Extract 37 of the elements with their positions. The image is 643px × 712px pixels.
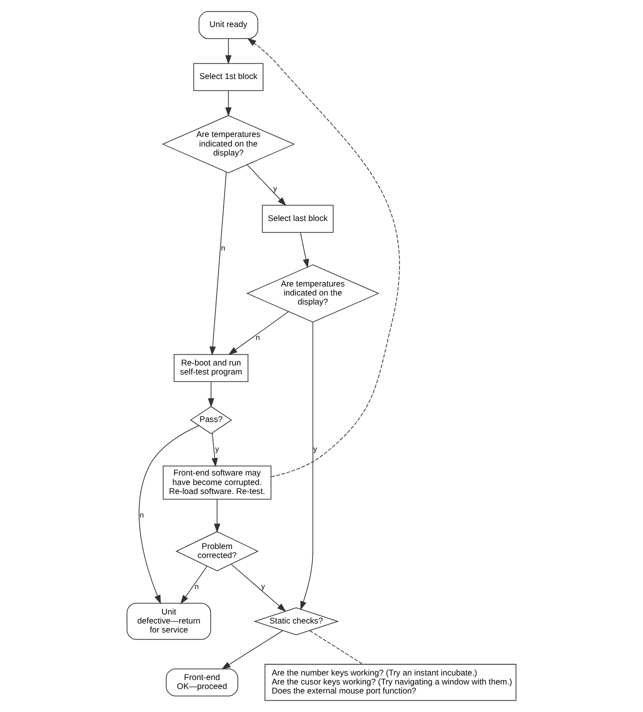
- edge-label: y: [273, 184, 278, 193]
- node-diamond: Are temperatures indicated on the display?: [162, 115, 295, 174]
- arrow: [228, 311, 289, 355]
- arrow: [212, 432, 218, 468]
- connector: [309, 630, 364, 665]
- edge-label: y: [261, 582, 265, 591]
- node-box: Unit ready: [198, 11, 258, 40]
- edge-label: n: [194, 582, 199, 591]
- node-box: Front-end OK—proceed: [166, 668, 238, 696]
- node-box: Select 1st block: [193, 63, 264, 92]
- node-box: Unit defective—return for service: [126, 602, 212, 640]
- arrow: [221, 630, 284, 670]
- arrow: [230, 564, 286, 612]
- node-diamond: Pass?: [190, 406, 232, 434]
- arrow: [300, 322, 314, 610]
- node-box: Re-boot and run self-test program: [174, 354, 248, 382]
- arrow: [180, 566, 208, 604]
- arrow: [300, 232, 310, 268]
- node-box: Are the number keys working? (Try an instant incubate.) Are the cusor keys working? (Try navigating a window with them.) Does the external mouse port function?: [264, 664, 516, 701]
- arrow: [208, 381, 214, 408]
- node-diamond: Are temperatures indicated on the display?: [246, 264, 380, 322]
- node-diamond: Problem corrected?: [176, 531, 259, 572]
- edge-label: y: [215, 444, 219, 454]
- node-diamond: Static checks?: [254, 607, 339, 636]
- edge-label: y: [313, 444, 317, 454]
- node-box: Select last block: [262, 204, 334, 233]
- arrow: [246, 164, 286, 206]
- edge-label: n: [140, 510, 144, 520]
- edge-label: n: [221, 243, 226, 252]
- arrow: [225, 90, 232, 116]
- node-box: Front-end software may have become corrupted. Re-load software. Re-test.: [162, 466, 272, 500]
- arrow: [214, 498, 220, 533]
- arrow: [138, 425, 200, 604]
- arrow: [210, 172, 227, 356]
- arrow: [225, 38, 232, 64]
- arrow: [247, 38, 400, 478]
- edge-label: n: [256, 333, 260, 342]
